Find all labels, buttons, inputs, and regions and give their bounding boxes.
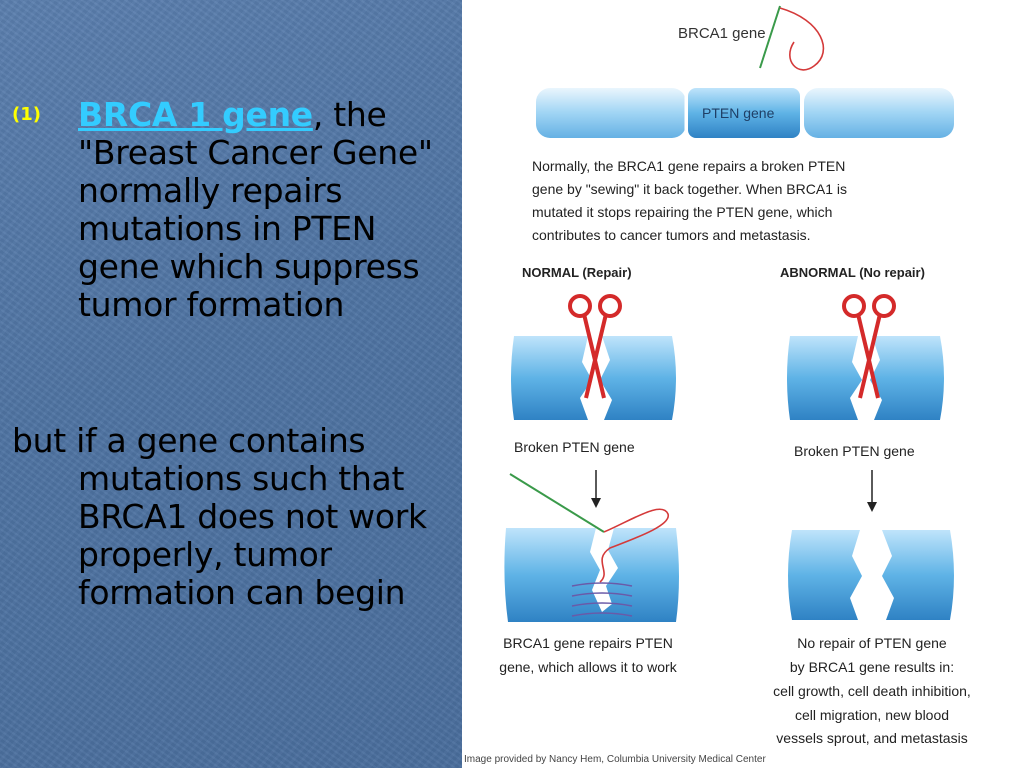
pten-gene-bar	[536, 88, 954, 138]
brca1-pten-figure: BRCA1 gene PTEN gene Normally, the BRCA1…	[462, 0, 1024, 768]
abnormal-result-line: cell migration, new blood	[795, 707, 949, 723]
normal-result-caption: BRCA1 gene repairs PTEN gene, which allo…	[499, 635, 677, 675]
brca1-gene-label: BRCA1 gene	[678, 25, 766, 42]
paragraph-brca1-text: , the "Breast Cancer Gene" normally repa…	[78, 95, 433, 324]
paragraph-mutation-first-line: but if a gene contains	[12, 421, 366, 460]
abnormal-result-caption: No repair of PTEN gene by BRCA1 gene res…	[773, 635, 971, 746]
brca1-gene-link[interactable]: BRCA 1 gene	[78, 95, 313, 134]
slide-text-panel: (1) BRCA 1 gene, the "Breast Cancer Gene…	[0, 0, 463, 768]
scissors-icon	[568, 294, 622, 399]
broken-gene-right	[787, 336, 944, 420]
unrepaired-gene	[788, 530, 954, 620]
paragraph-mutation-rest: mutations such that BRCA1 does not work …	[78, 459, 427, 612]
normal-header: NORMAL (Repair)	[522, 265, 632, 280]
scissors-icon	[842, 294, 896, 399]
broken-gene-label-left: Broken PTEN gene	[514, 439, 635, 455]
down-arrow-icon	[867, 470, 877, 512]
abnormal-result-line: No repair of PTEN gene	[797, 635, 947, 651]
paragraph-mutation: but if a gene contains mutations such th…	[12, 422, 452, 612]
pten-gene-label: PTEN gene	[702, 105, 775, 121]
abnormal-result-line: by BRCA1 gene results in:	[790, 659, 954, 675]
caption-line: gene by "sewing" it back together. When …	[532, 181, 847, 197]
repaired-gene	[504, 473, 679, 622]
caption-line: mutated it stops repairing the PTEN gene…	[532, 204, 832, 220]
needle-thread-icon	[759, 5, 825, 71]
caption-line: contributes to cancer tumors and metasta…	[532, 227, 811, 243]
paragraph-brca1: BRCA 1 gene, the "Breast Cancer Gene" no…	[78, 96, 448, 324]
item-number: (1)	[12, 104, 41, 125]
figure-caption: Normally, the BRCA1 gene repairs a broke…	[532, 158, 847, 243]
abnormal-header: ABNORMAL (No repair)	[780, 265, 925, 280]
abnormal-result-line: vessels sprout, and metastasis	[776, 730, 967, 746]
broken-gene-label-right: Broken PTEN gene	[794, 443, 915, 459]
abnormal-result-line: cell growth, cell death inhibition,	[773, 683, 971, 699]
figure-svg: BRCA1 gene PTEN gene Normally, the BRCA1…	[464, 5, 971, 765]
normal-result-line: BRCA1 gene repairs PTEN	[503, 635, 673, 651]
broken-gene-left	[511, 336, 676, 420]
down-arrow-icon	[591, 470, 601, 508]
image-credit: Image provided by Nancy Hem, Columbia Un…	[464, 754, 766, 765]
normal-result-line: gene, which allows it to work	[499, 659, 677, 675]
caption-line: Normally, the BRCA1 gene repairs a broke…	[532, 158, 845, 174]
